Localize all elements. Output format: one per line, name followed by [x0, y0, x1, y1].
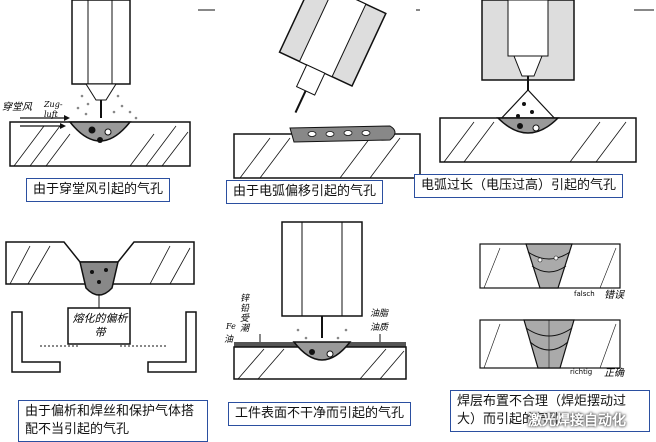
falsch-cn-label: 错误 [604, 290, 624, 301]
dirty-right-label-1: 油脂 [370, 309, 389, 319]
caption-dirty-surface: 工件表面不干净而引起的气孔 [228, 402, 412, 426]
dirty-left-label-1: 锌铅受潮 [240, 294, 250, 334]
panel-crosswind: 穿堂风 Zug- luft 由于穿堂风引起的气孔 [0, 0, 215, 210]
panel-arc-deflection: 由于电弧偏移引起的气孔 [220, 0, 421, 210]
panel-long-arc: 电弧过长（电压过高）引起的气孔 [414, 0, 656, 210]
dirty-left-label-3: 油 [224, 335, 234, 345]
caption-arc-deflection: 由于电弧偏移引起的气孔 [226, 180, 384, 204]
watermark: 激光焊接自动化 [528, 413, 626, 429]
richtig-cn-label: 正确 [604, 368, 624, 379]
bead-layout-illustration [479, 243, 621, 369]
segregation-box-label: 熔化的偏析带 [72, 312, 128, 339]
long-arc-illustration [439, 0, 654, 163]
dirty-right-label-2: 油质 [370, 323, 389, 333]
richtig-label: richtig [570, 368, 593, 376]
falsch-label: falsch [574, 290, 595, 298]
dirty-left-label-2: Fe [226, 322, 236, 331]
caption-segregation: 由于偏析和焊丝和保护气体搭配不当引起的气孔 [18, 400, 208, 442]
caption-long-arc: 电弧过长（电压过高）引起的气孔 [414, 174, 624, 198]
segregation-illustration [5, 241, 197, 373]
caption-bead-layout: 焊层布置不合理（焊炬摆动过大）而引起的气孔 [450, 390, 650, 432]
dirty-surface-illustration [233, 221, 407, 380]
panel-segregation: 熔化的偏析带 由于偏析和焊丝和保护气体搭配不当引起的气孔 [0, 222, 215, 442]
panel-bead-layout: falsch 错误 richtig 正确 焊层布置不合理（焊炬摆动过大）而引起的… [420, 222, 656, 442]
crosswind-side-label: 穿堂风 [2, 102, 32, 113]
luft-label: luft [44, 110, 58, 119]
caption-crosswind: 由于穿堂风引起的气孔 [26, 178, 171, 202]
panel-dirty-surface: 锌铅受潮 Fe 油 油脂 油质 工件表面不干净而引起的气孔 [220, 221, 420, 442]
crosswind-weld-illustration [9, 0, 215, 167]
arc-deflection-illustration [233, 0, 421, 179]
zug-label: Zug- [44, 100, 63, 109]
